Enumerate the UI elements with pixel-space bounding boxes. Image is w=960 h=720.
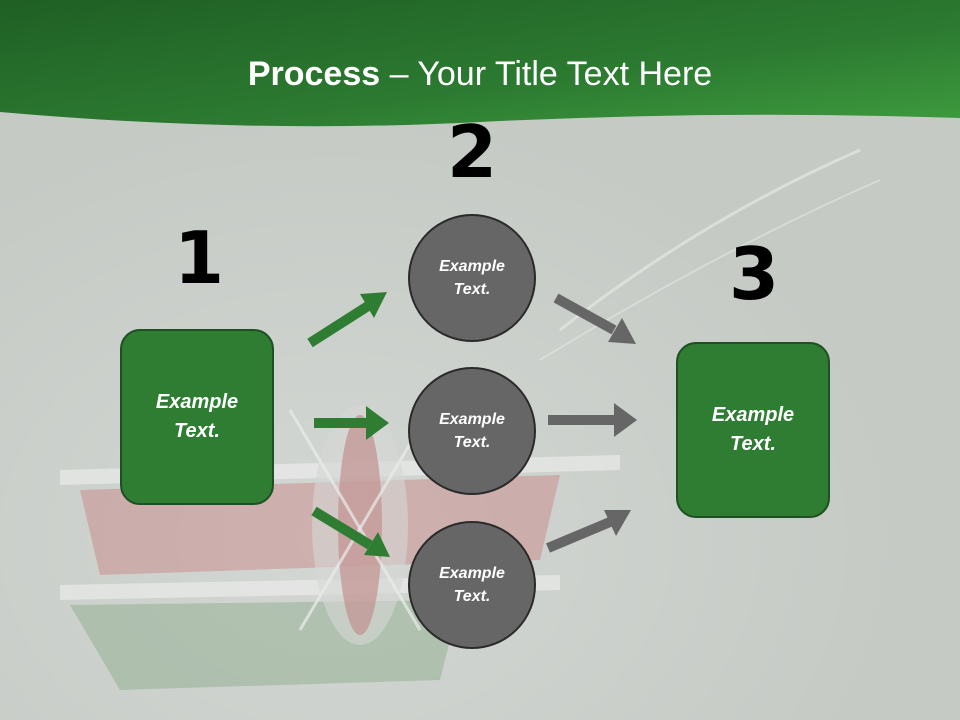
circle-top[interactable]: Example Text.	[408, 214, 536, 342]
arrow-green-down	[311, 506, 390, 557]
arrow-gray-down	[553, 293, 636, 344]
title-rest: – Your Title Text Here	[380, 55, 713, 93]
left-process-box[interactable]: Example Text.	[120, 329, 274, 505]
right-process-box[interactable]: Example Text.	[676, 342, 830, 518]
circle-bottom[interactable]: Example Text.	[408, 521, 536, 649]
arrow-gray-up	[546, 510, 631, 553]
arrow-green-up	[307, 292, 387, 348]
arrow-green-right	[314, 406, 389, 440]
step-number-1: 1	[173, 216, 225, 300]
slide-title: Process – Your Title Text Here	[0, 52, 960, 96]
arrow-gray-right	[548, 403, 637, 437]
circle-middle[interactable]: Example Text.	[408, 367, 536, 495]
title-bold: Process	[247, 55, 381, 93]
step-number-2: 2	[446, 110, 498, 194]
step-number-3: 3	[728, 232, 780, 316]
